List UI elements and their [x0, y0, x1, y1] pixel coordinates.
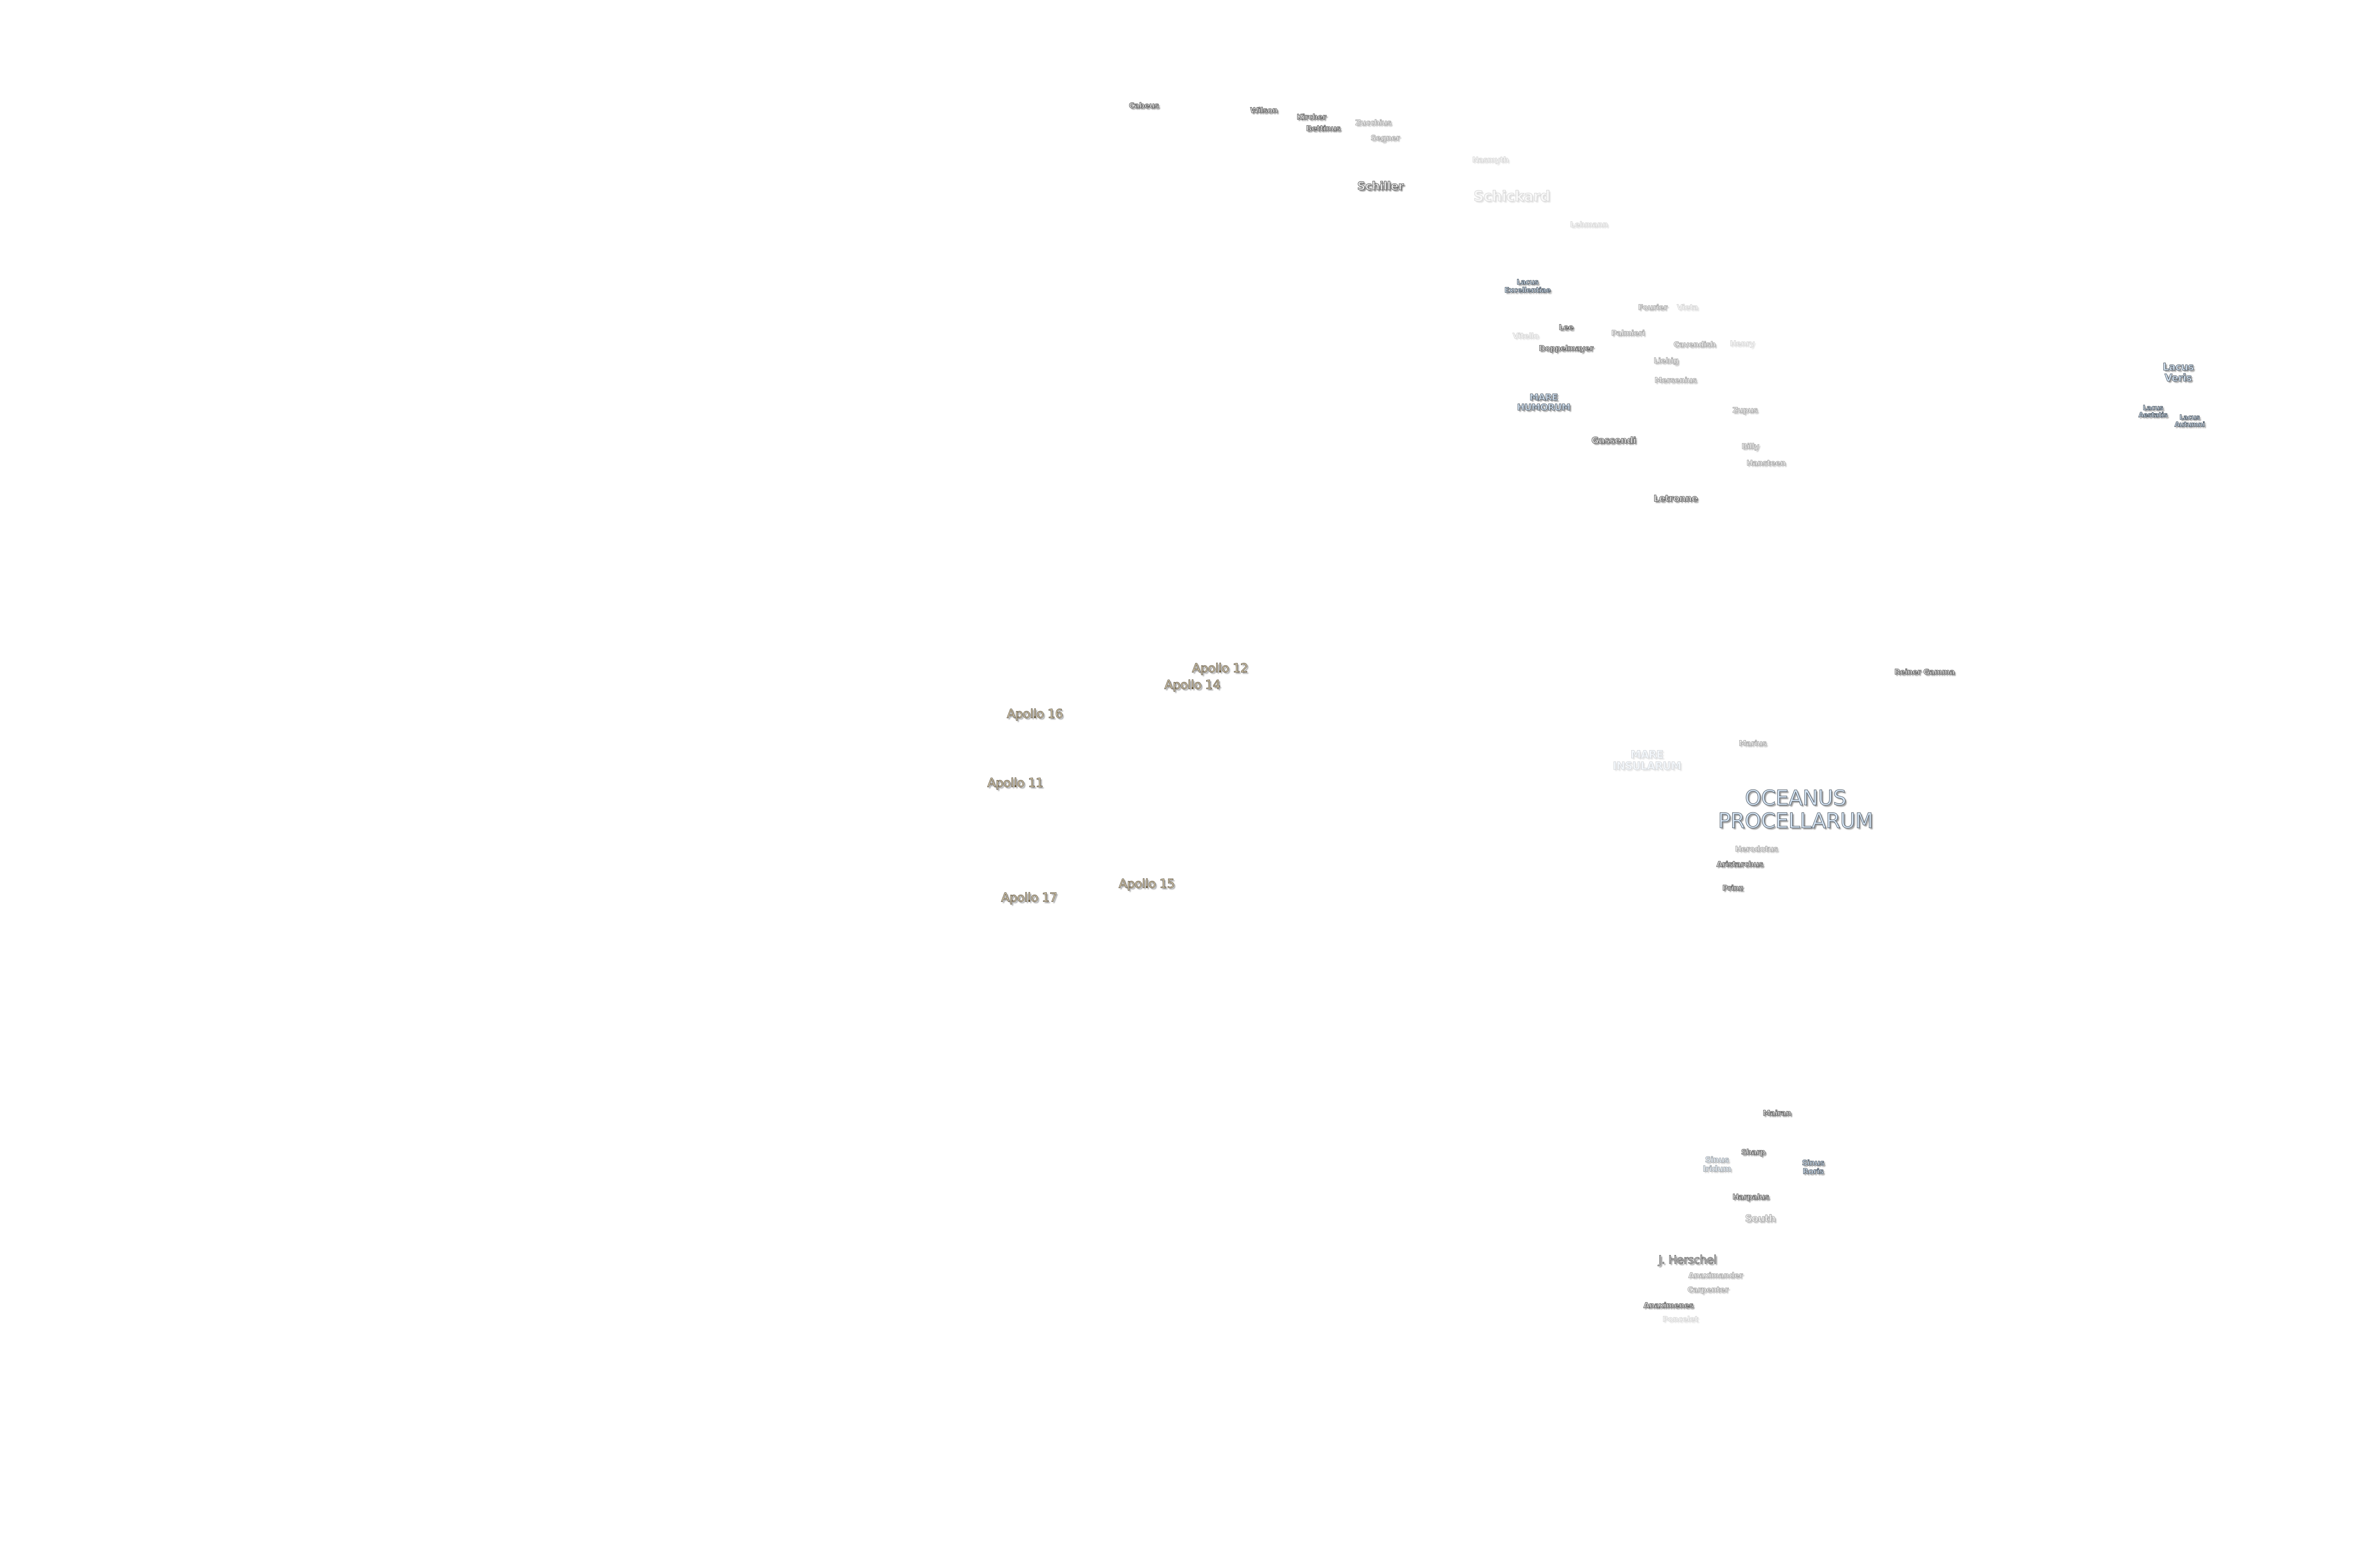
- label-line: PROCELLARUM: [1718, 809, 1874, 833]
- crater-label-herodotus[interactable]: Herodotus: [1735, 844, 1778, 854]
- crater-label-poncelet[interactable]: Poncelet: [1662, 1315, 1698, 1324]
- label-line: Veris: [2164, 372, 2192, 384]
- crater-label-letronne[interactable]: Letronne: [1653, 493, 1698, 504]
- crater-label-marius[interactable]: Marius: [1738, 739, 1767, 748]
- label-line: Sinus: [1705, 1155, 1729, 1165]
- crater-label-segner[interactable]: Segner: [1370, 133, 1400, 143]
- crater-label-vieta[interactable]: Vieta: [1676, 303, 1698, 312]
- apollo-site-17[interactable]: Apollo 17: [1001, 890, 1058, 905]
- crater-label-zupus[interactable]: Zupus: [1732, 405, 1758, 415]
- label-line: Excellentiae: [1504, 286, 1551, 294]
- crater-label-wilson[interactable]: Wilson: [1250, 106, 1278, 115]
- label-line: Lacus: [2142, 404, 2163, 412]
- label-line: Roris: [1803, 1166, 1824, 1176]
- crater-label-billy[interactable]: Billy: [1741, 442, 1759, 451]
- crater-label-cabeus[interactable]: Cabeus: [1129, 101, 1159, 110]
- crater-label-carpenter[interactable]: Carpenter: [1687, 1285, 1729, 1295]
- apollo-site-16[interactable]: Apollo 16: [1007, 707, 1063, 722]
- crater-label-harpalus[interactable]: Harpalus: [1732, 1192, 1769, 1202]
- crater-label-anaximander[interactable]: Anaximander: [1688, 1271, 1743, 1280]
- apollo-site-12[interactable]: Apollo 12: [1192, 661, 1249, 676]
- crater-label-lehmann[interactable]: Lehmann: [1570, 220, 1608, 229]
- crater-label-sharp[interactable]: Sharp: [1741, 1147, 1765, 1157]
- label-line: Aestatis: [2138, 412, 2168, 420]
- crater-label-kircher[interactable]: Kircher: [1297, 112, 1327, 122]
- crater-label-hansteen[interactable]: Hansteen: [1746, 458, 1786, 468]
- crater-label-bettinus[interactable]: Bettinus: [1306, 124, 1341, 133]
- crater-label-mersenius[interactable]: Mersenius: [1654, 376, 1697, 385]
- crater-label-henry[interactable]: Henry: [1730, 339, 1755, 348]
- crater-label-south[interactable]: South: [1745, 1213, 1776, 1224]
- label-line: OCEANUS: [1745, 786, 1846, 811]
- label-line: Lacus: [2179, 414, 2200, 422]
- label-line: Sinus: [1802, 1158, 1825, 1167]
- label-line: MARE: [1630, 749, 1664, 761]
- crater-label-schiller[interactable]: Schiller: [1357, 179, 1404, 193]
- label-line: HUMORUM: [1517, 402, 1571, 413]
- crater-label-zucchius[interactable]: Zucchius: [1355, 118, 1392, 128]
- label-line: Lacus: [2162, 361, 2194, 373]
- apollo-site-15[interactable]: Apollo 15: [1119, 877, 1175, 891]
- crater-label-schickard[interactable]: Schickard: [1473, 188, 1550, 205]
- apollo-site-11[interactable]: Apollo 11: [987, 776, 1044, 791]
- crater-label-cavendish[interactable]: Cavendish: [1673, 340, 1716, 349]
- label-line: INSULARUM: [1613, 761, 1682, 772]
- crater-label-aristarchus[interactable]: Aristarchus: [1716, 860, 1764, 869]
- label-line: Autumni: [2174, 421, 2205, 429]
- crater-label-nasmyth[interactable]: Nasmyth: [1472, 155, 1509, 165]
- apollo-site-14[interactable]: Apollo 14: [1164, 678, 1221, 692]
- crater-label-vitello[interactable]: Vitello: [1512, 331, 1539, 341]
- crater-label-gassendi[interactable]: Gassendi: [1591, 435, 1636, 446]
- crater-label-prinz[interactable]: Prinz: [1722, 883, 1744, 893]
- crater-label-palmieri[interactable]: Palmieri: [1611, 328, 1645, 338]
- crater-label-mairan[interactable]: Mairan: [1763, 1108, 1792, 1118]
- crater-label-doppelmayer[interactable]: Doppelmayer: [1538, 344, 1594, 353]
- crater-label-fourier[interactable]: Fourier: [1638, 303, 1668, 312]
- crater-label-lee[interactable]: Lee: [1558, 323, 1574, 332]
- crater-label-liebig[interactable]: Liebig: [1654, 356, 1679, 366]
- label-line: MARE: [1529, 392, 1558, 403]
- crater-label-reiner-gamma[interactable]: Reiner Gamma: [1894, 667, 1955, 677]
- crater-label-anaximenes[interactable]: Anaximenes: [1643, 1301, 1694, 1310]
- crater-label-j-herschel[interactable]: J. Herschel: [1658, 1253, 1717, 1266]
- label-line: Lacus: [1517, 277, 1539, 287]
- label-line: Iridum: [1703, 1164, 1732, 1174]
